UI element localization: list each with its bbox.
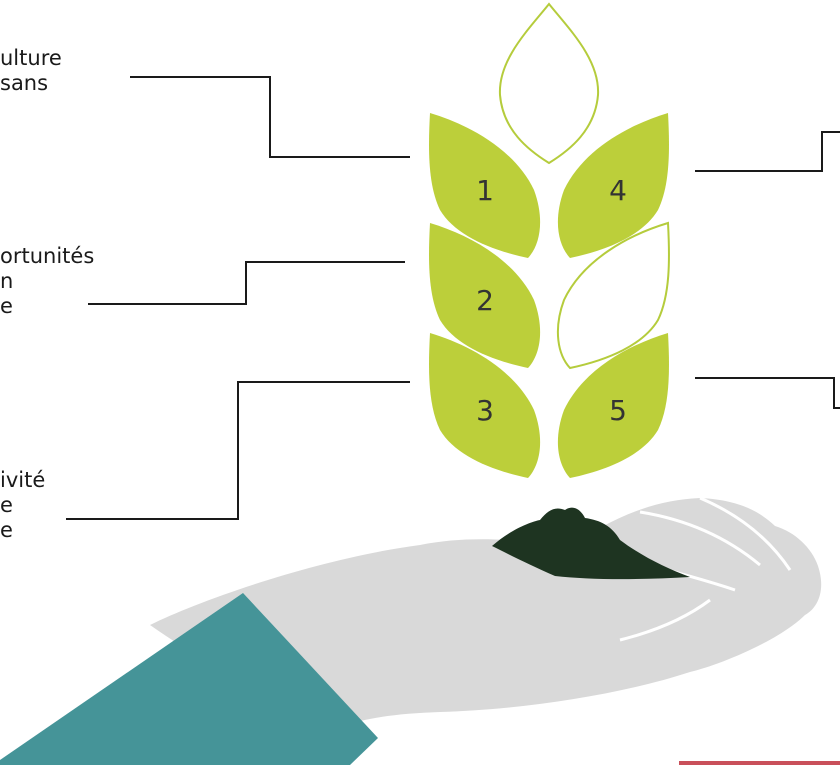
wheat-stalk-icon: 1 2 3 4 5 — [429, 2, 670, 478]
label-point-2: ortunités n e — [0, 244, 94, 319]
label-point-2-line-2: n — [0, 269, 14, 293]
leaf-number-4: 4 — [609, 174, 627, 207]
wheat-leaf-outline-right — [557, 221, 670, 370]
label-point-2-line-3: e — [0, 294, 13, 318]
label-point-1-line-2: sans — [0, 71, 49, 95]
label-point-3-line-3: e — [0, 518, 13, 542]
finger-gap-1 — [639, 510, 761, 567]
connector-1 — [130, 76, 410, 158]
thumb-line — [619, 598, 711, 642]
label-point-3: ivité e e — [0, 468, 45, 543]
wheat-top-leaf-outline — [498, 2, 600, 165]
connector-5 — [695, 377, 840, 409]
label-point-1: ulture sans — [0, 46, 62, 96]
accent-bar — [679, 761, 840, 765]
wheat-leaf-4 — [557, 113, 669, 258]
finger-gap-2 — [699, 496, 792, 571]
label-point-1-line-1: ulture — [0, 46, 62, 70]
soil-mound-icon — [492, 507, 690, 580]
wheat-leaf-5 — [557, 333, 669, 478]
leaf-number-2: 2 — [476, 284, 494, 317]
sleeve — [0, 593, 378, 765]
leaf-number-5: 5 — [609, 394, 627, 427]
connector-3 — [66, 381, 410, 520]
leaf-number-1: 1 — [476, 174, 494, 207]
leaf-number-3: 3 — [476, 394, 494, 427]
label-point-3-line-2: e — [0, 493, 13, 517]
label-point-3-line-1: ivité — [0, 468, 46, 492]
label-point-2-line-1: ortunités — [0, 244, 95, 268]
connector-2 — [88, 261, 405, 305]
wheat-leaf-1 — [429, 113, 541, 258]
wheat-leaf-3 — [429, 333, 541, 478]
wheat-leaf-2 — [429, 223, 541, 368]
connector-4 — [695, 131, 840, 172]
